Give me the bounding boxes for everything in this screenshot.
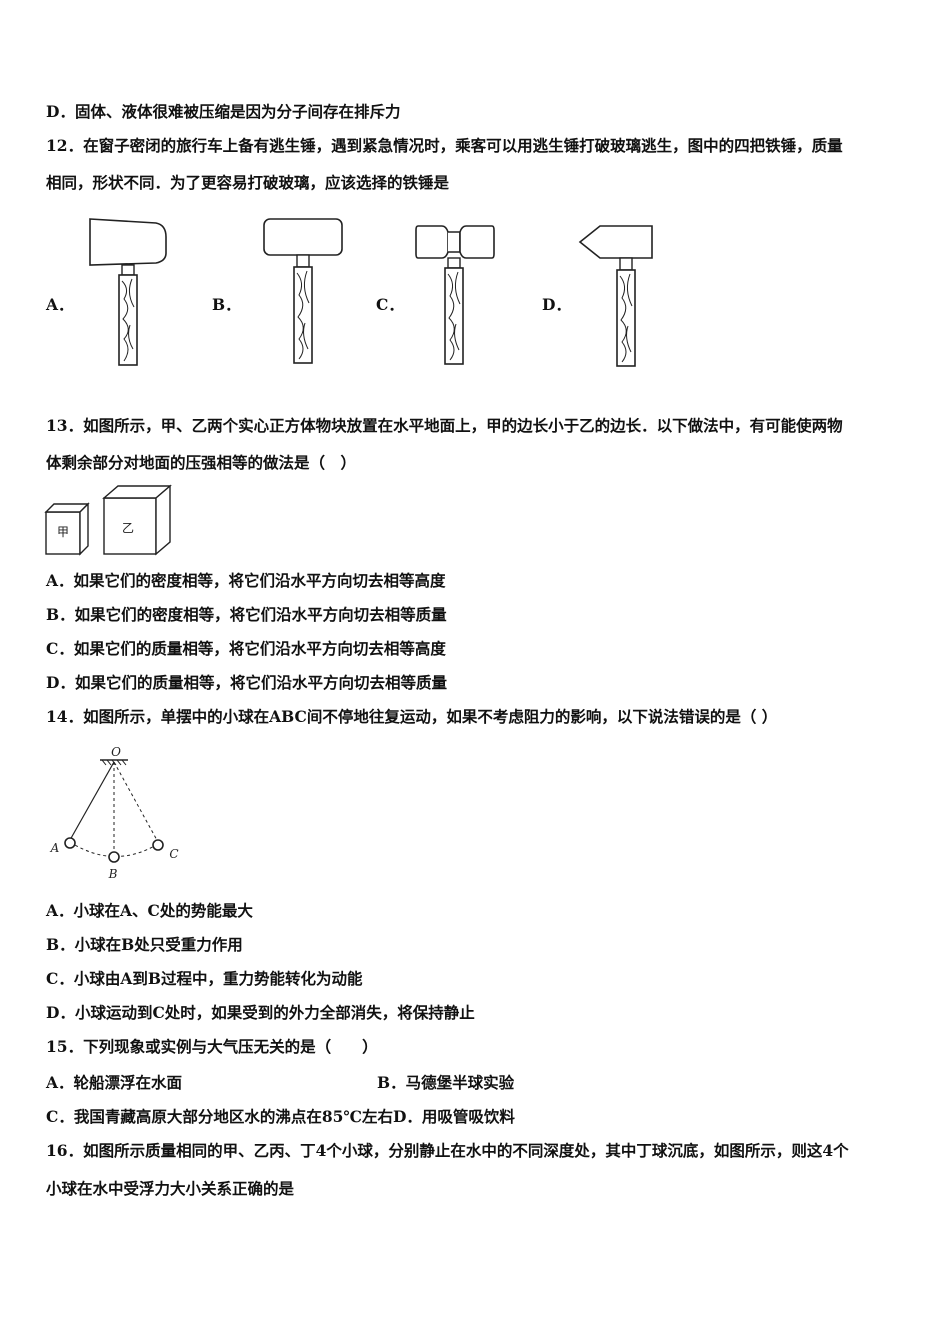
q13-option-b: B．如果它们的密度相等，将它们沿水平方向切去相等质量 (46, 605, 447, 624)
q13-option-c: C．如果它们的质量相等，将它们沿水平方向切去相等高度 (46, 639, 446, 658)
q15-option-cd: C．我国青藏高原大部分地区水的沸点在85℃左右D．用吸管吸饮料 (46, 1107, 515, 1126)
pendulum-figure: O A B C (50, 745, 179, 881)
q14-option-c: C．小球由A到B过程中，重力势能转化为动能 (46, 969, 363, 988)
q12-label-c: C． (376, 295, 404, 314)
q14-option-d: D．小球运动到C处时，如果受到的外力全部消失，将保持静止 (46, 1003, 475, 1022)
q13-option-a: A．如果它们的密度相等，将它们沿水平方向切去相等高度 (46, 571, 446, 590)
q15-option-a: A．轮船漂浮在水面 (46, 1073, 183, 1092)
point-c-label: C (169, 847, 178, 861)
hammer-a-figure (89, 218, 167, 366)
cubes-figure: 甲 乙 (44, 484, 172, 556)
q14-stem-line1: 14．如图所示，单摆中的小球在ABC间不停地往复运动，如果不考虑阻力的影响，以下… (46, 707, 778, 726)
q11-option-d: D．固体、液体很难被压缩是因为分子间存在排斥力 (46, 102, 401, 121)
q15-stem: 15．下列现象或实例与大气压无关的是（ ） (46, 1037, 378, 1056)
q16-stem-line2: 小球在水中受浮力大小关系正确的是 (46, 1179, 295, 1198)
q12-stem-line2: 相同，形状不同．为了更容易打破玻璃，应该选择的铁锤是 (46, 173, 450, 192)
point-b-label: B (108, 867, 118, 881)
q13-stem-line1: 13．如图所示，甲、乙两个实心正方体物块放置在水平地面上，甲的边长小于乙的边长．… (46, 416, 843, 435)
q12-stem-line1: 12．在窗子密闭的旅行车上备有逃生锤，遇到紧急情况时，乘客可以用逃生锤打破玻璃逃… (46, 136, 843, 155)
q16-stem-line1: 16．如图所示质量相同的甲、乙丙、丁4个小球，分别静止在水中的不同深度处，其中丁… (46, 1141, 849, 1160)
point-a-label: A (50, 841, 60, 855)
hammer-c-figure (415, 225, 495, 365)
q12-label-a: A． (46, 295, 74, 314)
q13-option-d: D．如果它们的质量相等，将它们沿水平方向切去相等质量 (46, 673, 447, 692)
q12-label-d: D． (542, 295, 571, 314)
cube-large-label: 乙 (122, 521, 134, 535)
q15-option-b: B．马德堡半球实验 (377, 1073, 515, 1092)
q14-option-b: B．小球在B处只受重力作用 (46, 935, 243, 954)
hammer-d-figure (578, 225, 653, 367)
q14-option-a: A．小球在A、C处的势能最大 (46, 901, 253, 920)
q12-label-b: B． (212, 295, 241, 314)
cube-small-label: 甲 (57, 525, 69, 539)
pivot-label: O (111, 745, 121, 759)
hammer-b-figure (263, 218, 343, 364)
q13-stem-line2: 体剩余部分对地面的压强相等的做法是（ ） (46, 453, 357, 472)
